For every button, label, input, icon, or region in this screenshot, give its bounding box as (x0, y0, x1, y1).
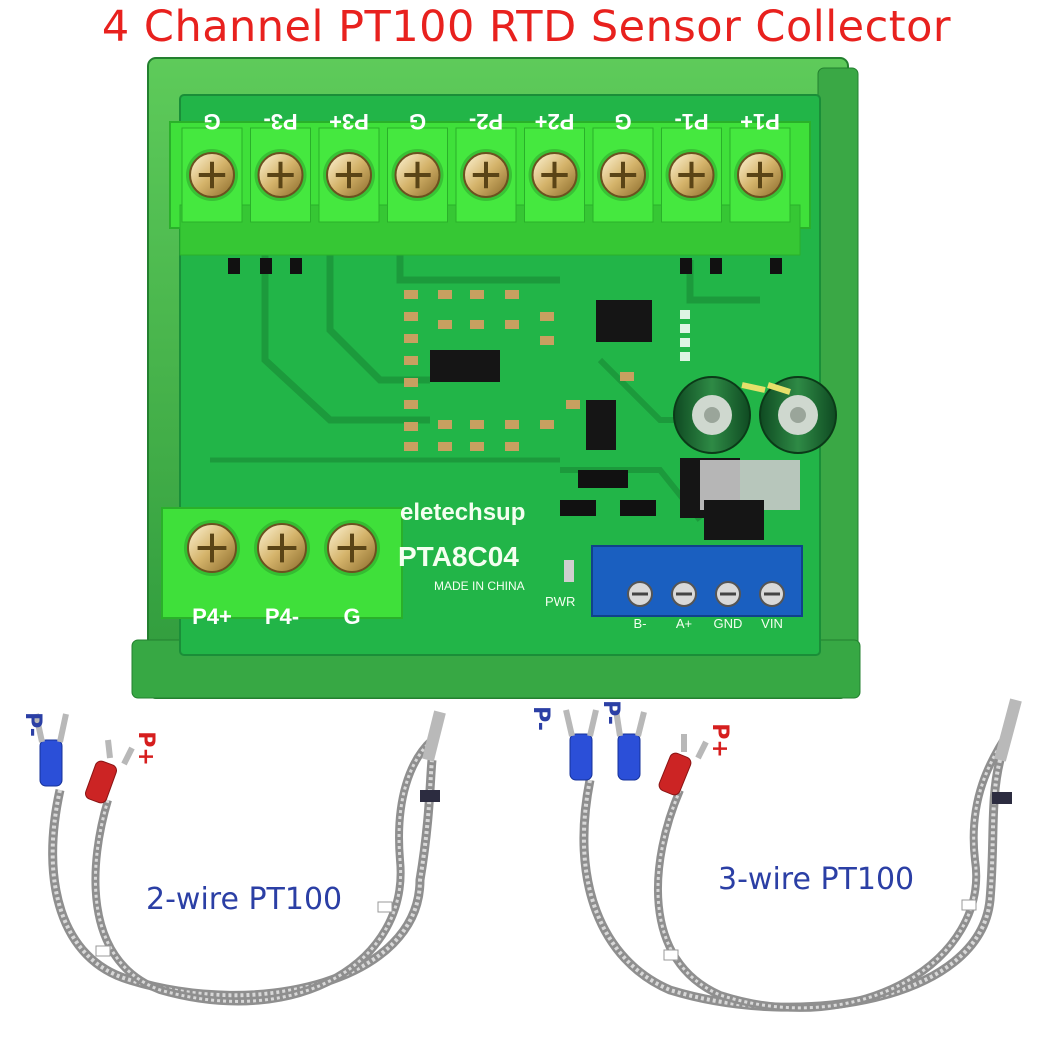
power-terminal-screw (627, 581, 653, 607)
top-terminal-label: G (409, 109, 426, 134)
blue-crimp-terminal (617, 733, 641, 781)
top-terminal-label: P3- (263, 109, 297, 134)
blue-crimp-terminal (39, 739, 63, 787)
probe-3wire-caption: 3-wire PT100 (718, 862, 915, 897)
red-crimp-terminal (85, 760, 117, 804)
top-terminal-label: G (614, 109, 631, 134)
top-terminal-block: G P3- P3+ G P2- P2+ G P1- P1+ (169, 109, 811, 256)
wire-label-p-plus: P+ (706, 723, 732, 758)
terminal-screw (597, 149, 649, 201)
bottom-terminal-block: P4+ P4- G (161, 507, 403, 629)
top-terminal-label: P3+ (329, 109, 369, 134)
model-silkscreen: PTA8C04 (398, 541, 519, 572)
wire-label-p-minus: P- (19, 712, 45, 737)
terminal-screw (528, 149, 581, 201)
terminal-screw (391, 149, 444, 201)
terminal-screw (323, 149, 375, 201)
brand-silkscreen: eletechsup (400, 499, 525, 526)
power-terminal-label: GND (714, 616, 743, 631)
top-terminal-label: P2- (469, 109, 503, 134)
red-crimp-terminal (658, 752, 692, 796)
smd-components (228, 258, 800, 582)
terminal-screw (254, 149, 307, 201)
made-in-silkscreen: MADE IN CHINA (434, 579, 525, 593)
electrolytic-capacitors (673, 376, 837, 454)
terminal-screw (665, 149, 718, 201)
terminal-screw (734, 149, 786, 201)
probe-sheath (994, 698, 1022, 762)
wire-label-p-minus: P- (527, 706, 553, 731)
terminal-screw (460, 149, 512, 201)
ic-chip (586, 400, 616, 450)
bottom-terminal-label: P4- (265, 604, 299, 629)
bottom-terminal-label: G (343, 604, 360, 629)
power-terminal-label: A+ (676, 616, 692, 631)
power-terminal-label: VIN (761, 616, 783, 631)
top-terminal-label: P1- (674, 109, 708, 134)
terminal-screw (254, 520, 310, 576)
page-title: 4 Channel PT100 RTD Sensor Collector (101, 2, 952, 52)
ic-chip (430, 350, 500, 382)
terminal-screw (324, 520, 380, 576)
pwr-silkscreen: PWR (545, 594, 575, 609)
power-terminal-screw (715, 581, 741, 607)
top-terminal-label: G (203, 109, 220, 134)
probe-sheath (422, 710, 446, 762)
bottom-terminal-label: P4+ (192, 604, 232, 629)
wire-label-p-plus: P+ (132, 731, 158, 766)
blue-crimp-terminal (569, 733, 593, 781)
power-terminal-label: B- (634, 616, 647, 631)
ic-chip (596, 300, 652, 342)
power-terminal-screw (671, 581, 697, 607)
pt100-probe-3wire (563, 698, 1022, 1012)
probe-2wire-caption: 2-wire PT100 (146, 882, 343, 917)
terminal-screw (184, 520, 240, 576)
power-terminal-screw (759, 581, 785, 607)
top-terminal-label: P2+ (535, 109, 575, 134)
pwr-led (564, 560, 574, 582)
top-terminal-label: P1+ (740, 109, 780, 134)
pt100-probe-2wire (33, 710, 446, 1006)
terminal-screw (186, 149, 238, 201)
wire-label-p-minus: P- (597, 700, 623, 725)
power-terminal-block: B- A+ GND VIN (591, 545, 803, 631)
